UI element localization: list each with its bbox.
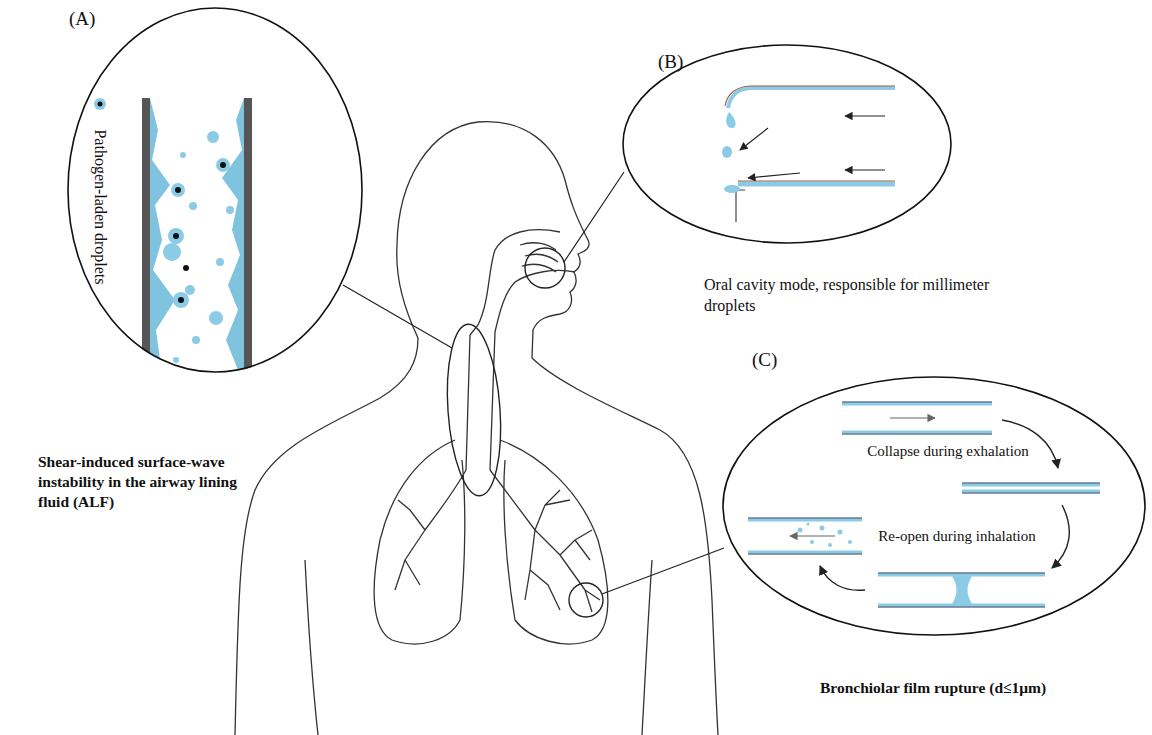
ellipse-outline: [623, 45, 951, 243]
panel-caption: Shear-induced surface-wave instability i…: [38, 452, 270, 512]
ellipse-outline: [68, 8, 362, 372]
ellipse-outline: [723, 377, 1145, 635]
leader-lines: [343, 172, 724, 594]
ellipse-outline: [622, 44, 952, 244]
callout-ellipse: (B): [622, 44, 952, 244]
panel-letter: (B): [658, 50, 698, 74]
panel-letter: (C): [752, 348, 792, 372]
ellipse-outline: [722, 376, 1146, 636]
stage-label: Re-open during inhalation: [862, 527, 1052, 546]
stage-label: Collapse during exhalation: [850, 442, 1046, 461]
panel-caption: Bronchiolar film rupture (d≤1μm): [820, 678, 1070, 698]
callout-ellipse: (C)Collapse during exhalationRe-open dur…: [722, 376, 1146, 636]
callout-ellipse: (A) Pathogen-laden droplets: [67, 7, 363, 373]
body-outline: [235, 122, 718, 735]
droplet-label: Pathogen-laden droplets: [90, 124, 110, 290]
panel-letter: (A): [69, 7, 109, 31]
oral-cavity-detail: [722, 86, 895, 222]
bronchiole-cycle: [748, 402, 1100, 607]
ellipse-outline: [67, 7, 363, 373]
airway-wall-detail: [142, 98, 252, 390]
callout-marks: [442, 248, 603, 617]
droplet-key: [94, 98, 106, 110]
panel-caption: Oral cavity mode, responsible for millim…: [704, 275, 994, 317]
droplet-key: [98, 102, 103, 107]
